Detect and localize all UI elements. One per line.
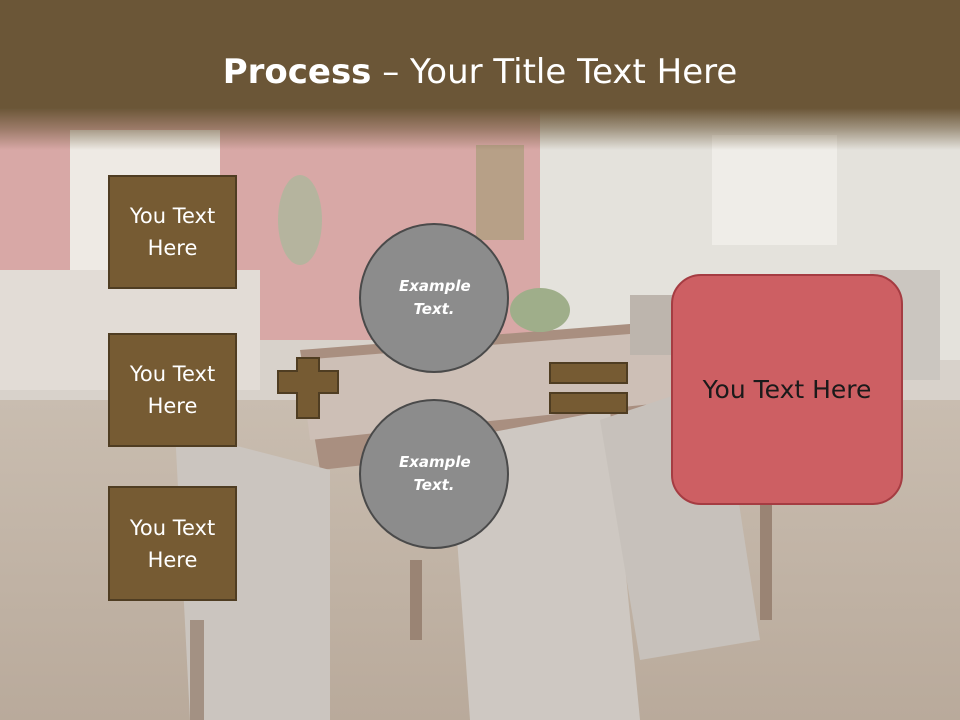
- example-circle-1[interactable]: Example Text.: [359, 223, 509, 373]
- left-box-2-label: You Text Here: [129, 362, 216, 418]
- result-box[interactable]: You Text Here: [671, 274, 903, 505]
- example-circle-2[interactable]: Example Text.: [359, 399, 509, 549]
- result-label: You Text Here: [702, 375, 872, 404]
- title-bold: Process: [222, 52, 372, 92]
- left-box-3[interactable]: You Text Here: [108, 486, 237, 601]
- slide-title: Process – Your Title Text Here: [0, 52, 960, 92]
- left-box-2[interactable]: You Text Here: [108, 333, 237, 447]
- circle-2-label: Example Text.: [399, 453, 471, 494]
- header-band: [0, 0, 960, 150]
- title-rest: – Your Title Text Here: [371, 52, 738, 92]
- left-box-3-label: You Text Here: [129, 515, 216, 572]
- left-box-1[interactable]: You Text Here: [108, 175, 237, 289]
- circle-1-label: Example Text.: [399, 277, 471, 318]
- left-box-1-label: You Text Here: [129, 204, 216, 260]
